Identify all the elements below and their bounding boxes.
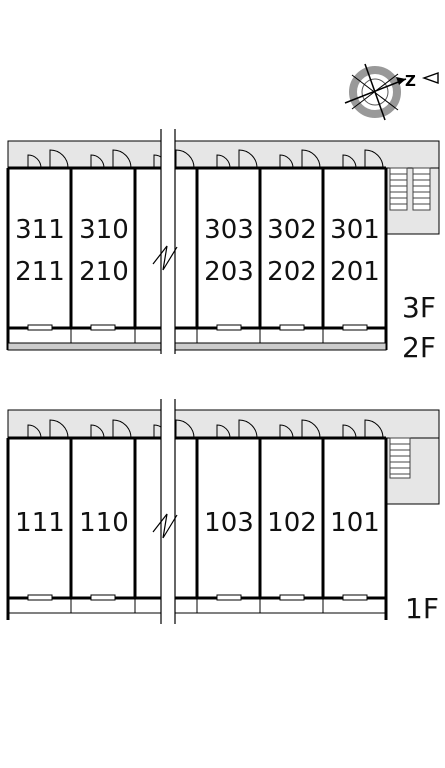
upper-building: 311 310 303 302 301 211 210 203 202 201 … [6,129,440,364]
unit-202-label: 202 [267,257,317,287]
floor-label-1f: 1F [405,592,439,625]
unit-111-label: 111 [15,508,65,538]
lower-building: 111 110 103 102 101 1F [6,399,440,625]
unit-203-label: 203 [204,257,254,287]
unit-103-label: 103 [204,508,254,538]
upper-corridor [7,140,440,169]
unit-201-label: 201 [330,257,380,287]
unit-310-label: 310 [79,215,129,245]
unit-211-label: 211 [15,257,65,287]
compass-icon: Z [344,63,439,121]
floor-label-3f: 3F [402,291,436,324]
unit-210-label: 210 [79,257,129,287]
unit-102-label: 102 [267,508,317,538]
unit-110-label: 110 [79,508,129,538]
floor-label-2f: 2F [402,331,436,364]
unit-101-label: 101 [330,508,380,538]
unit-303-label: 303 [204,215,254,245]
unit-311-label: 311 [15,215,65,245]
compass-north-label: Z [405,72,416,90]
unit-301-label: 301 [330,215,380,245]
unit-302-label: 302 [267,215,317,245]
upper-stairs [389,167,431,211]
lower-corridor [7,409,440,439]
lower-stairs [389,437,411,479]
